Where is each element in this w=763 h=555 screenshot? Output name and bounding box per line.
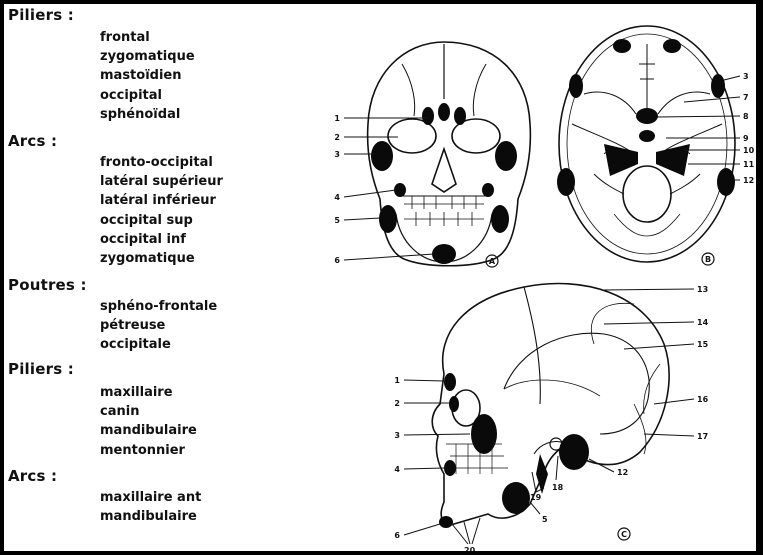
section-list-poutres: sphéno-frontale pétreuse occipitale xyxy=(100,297,217,355)
panel-c-leader-lines xyxy=(404,289,694,544)
panel-a-number: 3 xyxy=(334,150,340,159)
list-item: mentonnier xyxy=(100,441,197,460)
panel-a-letter: A xyxy=(489,257,496,266)
panel-c-number: 1 xyxy=(394,376,400,385)
panel-c-number: 3 xyxy=(394,431,400,440)
panel-a-number: 6 xyxy=(334,256,340,265)
panel-c-number: 2 xyxy=(394,399,400,408)
panel-c-number: 12 xyxy=(617,468,628,477)
panel-c-number: 13 xyxy=(697,285,708,294)
section-title-arcs-2: Arcs : xyxy=(8,467,57,485)
list-item: zygomatique xyxy=(100,249,223,268)
panel-c-number: 17 xyxy=(697,432,708,441)
list-item: sphéno-frontale xyxy=(100,297,217,316)
panel-c-number: 5 xyxy=(542,515,548,524)
legend-panel: Piliers : frontal zygomatique mastoïdien… xyxy=(4,4,299,551)
panel-b-number: 3 xyxy=(743,72,749,81)
figure-frame: Piliers : frontal zygomatique mastoïdien… xyxy=(4,4,756,551)
section-title-poutres: Poutres : xyxy=(8,276,87,294)
panel-c-lateral-skull xyxy=(432,284,669,525)
panel-c-number: 16 xyxy=(697,395,709,404)
panel-c-letter: C xyxy=(621,530,627,539)
panel-c-letter-badge: C xyxy=(618,528,630,540)
list-item: mandibulaire xyxy=(100,421,197,440)
section-list-piliers: frontal zygomatique mastoïdien occipital… xyxy=(100,28,195,124)
list-item: sphénoïdal xyxy=(100,105,195,124)
panel-b-number: 7 xyxy=(743,93,749,102)
list-item: frontal xyxy=(100,28,195,47)
panel-a-number-labels: 1 2 3 4 5 6 xyxy=(334,114,340,265)
panel-b-letter: B xyxy=(705,255,711,264)
list-item: canin xyxy=(100,402,197,421)
panel-a-number: 4 xyxy=(334,193,340,202)
panel-b-number: 8 xyxy=(743,112,749,121)
list-item: fronto-occipital xyxy=(100,153,223,172)
section-list-piliers-2: maxillaire canin mandibulaire mentonnier xyxy=(100,383,197,460)
list-item: occipitale xyxy=(100,335,217,354)
panel-b-number: 10 xyxy=(743,146,755,155)
panel-a-number: 5 xyxy=(334,216,340,225)
panel-b-number: 12 xyxy=(743,176,754,185)
panel-b-number-labels: 3 7 8 9 10 11 12 xyxy=(743,72,755,185)
panel-a-number: 1 xyxy=(334,114,340,123)
list-item: maxillaire ant xyxy=(100,488,201,507)
section-title-arcs: Arcs : xyxy=(8,132,57,150)
panel-c-number: 6 xyxy=(394,531,400,540)
panel-c-number: 15 xyxy=(697,340,709,349)
section-title-piliers: Piliers : xyxy=(8,6,74,24)
list-item: occipital sup xyxy=(100,211,223,230)
panel-c-number: 14 xyxy=(697,318,709,327)
panel-c-number: 19 xyxy=(530,493,542,502)
list-item: occipital inf xyxy=(100,230,223,249)
panel-b-skull-base xyxy=(559,26,735,262)
section-list-arcs-2: maxillaire ant mandibulaire xyxy=(100,488,201,526)
panel-c-number: 20 xyxy=(464,546,476,551)
panel-c-number: 18 xyxy=(552,483,564,492)
list-item: zygomatique xyxy=(100,47,195,66)
list-item: mandibulaire xyxy=(100,507,201,526)
panel-c-number: 4 xyxy=(394,465,400,474)
list-item: latéral supérieur xyxy=(100,172,223,191)
list-item: latéral inférieur xyxy=(100,191,223,210)
panel-b-letter-badge: B xyxy=(702,253,714,265)
list-item: occipital xyxy=(100,86,195,105)
section-list-arcs: fronto-occipital latéral supérieur latér… xyxy=(100,153,223,268)
list-item: mastoïdien xyxy=(100,66,195,85)
panel-a-buttress-marks xyxy=(371,103,517,264)
section-title-piliers-2: Piliers : xyxy=(8,360,74,378)
panel-c-buttress-marks xyxy=(439,373,589,528)
list-item: maxillaire xyxy=(100,383,197,402)
list-item: pétreuse xyxy=(100,316,217,335)
skull-illustrations: 1 2 3 4 5 6 A xyxy=(304,4,756,551)
panel-b-number: 9 xyxy=(743,134,749,143)
panel-a-number: 2 xyxy=(334,133,340,142)
panel-b-number: 11 xyxy=(743,160,755,169)
